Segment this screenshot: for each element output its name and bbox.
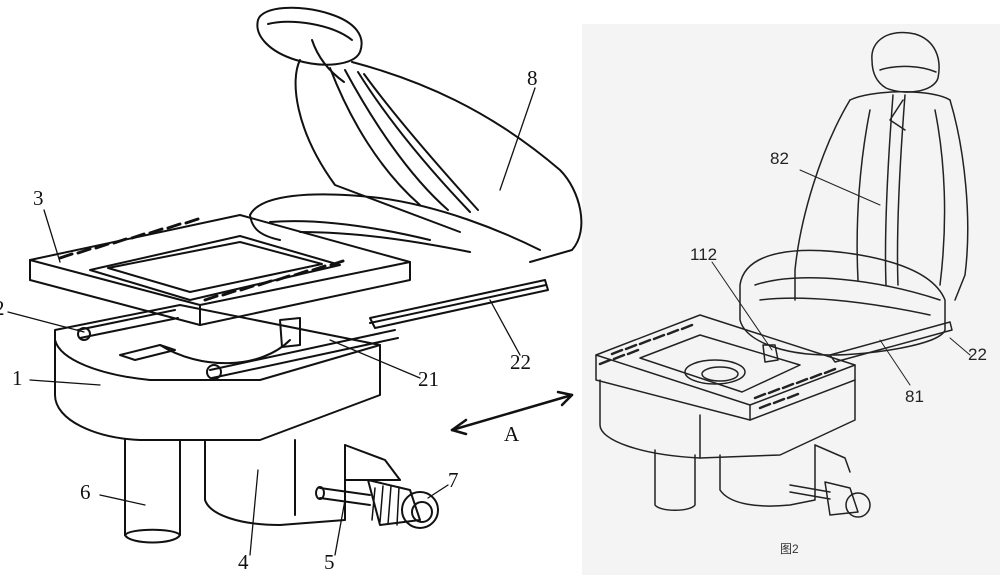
label-112: 112: [690, 246, 717, 263]
label-81: 81: [905, 388, 924, 405]
label-5: 5: [324, 552, 335, 573]
label-A: A: [504, 424, 519, 445]
right-seat-drawing: [596, 32, 970, 517]
label-82: 82: [770, 150, 789, 167]
label-8: 8: [527, 68, 538, 89]
left-seat-drawing: [8, 8, 581, 555]
figure-caption: 图2: [780, 540, 799, 557]
label-3: 3: [33, 188, 44, 209]
label-7: 7: [448, 470, 459, 491]
label-6: 6: [80, 482, 91, 503]
label-1: 1: [12, 368, 23, 389]
label-22-right: 22: [968, 346, 987, 363]
label-4: 4: [238, 552, 249, 573]
label-21: 21: [418, 369, 439, 390]
label-2: 2: [0, 298, 5, 319]
label-22: 22: [510, 352, 531, 373]
